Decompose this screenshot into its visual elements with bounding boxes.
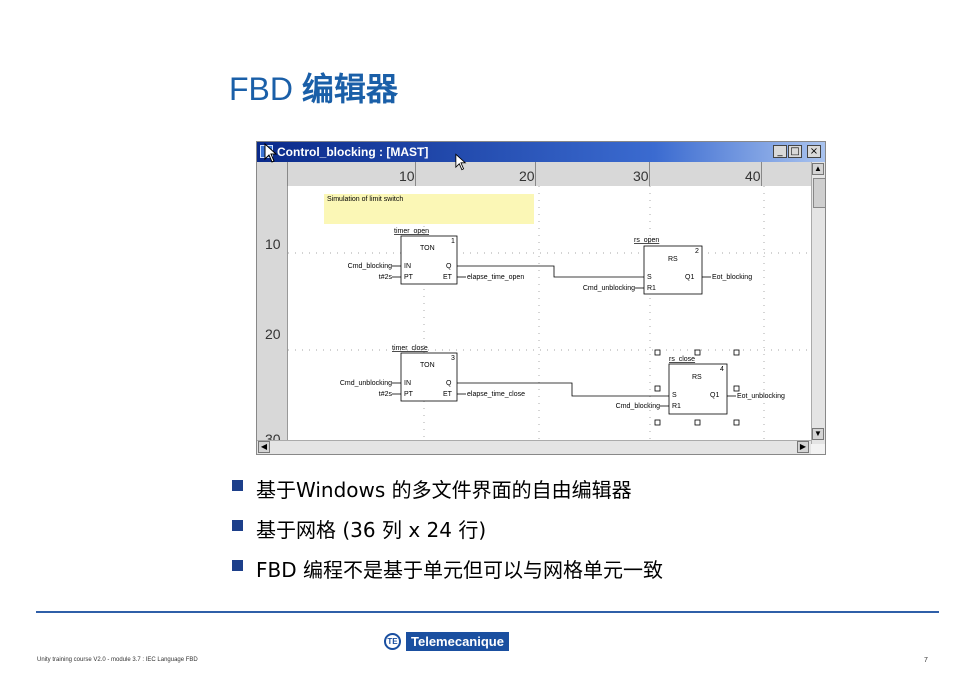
link-q-to-s: [457, 382, 669, 397]
window-titlebar[interactable]: Control_blocking : [MAST] _ □ ×: [257, 142, 825, 162]
row-tick: 10: [265, 236, 281, 252]
fb-instance-label: rs_open: [634, 237, 659, 244]
fb-input-var: Cmd_unblocking: [583, 285, 635, 292]
fb-pin-out: Q: [446, 263, 452, 270]
footer-text: Unity training course V2.0 - module 3.7 …: [37, 657, 198, 663]
scroll-right-button[interactable]: ▶: [797, 441, 809, 453]
window-title: Control_blocking : [MAST]: [277, 145, 429, 159]
fb-input-var: Cmd_unblocking: [340, 380, 392, 387]
fbd-editor-window: Control_blocking : [MAST] _ □ × 10 20 30…: [256, 141, 826, 455]
bullet-text: 基于网格 (36 列 x 24 行): [256, 518, 487, 542]
fb-pin-out: Q1: [685, 274, 694, 281]
vertical-scrollbar[interactable]: ▲ ▼: [811, 162, 825, 444]
horizontal-scrollbar[interactable]: ◀ ▶: [257, 440, 811, 454]
column-tick: 40: [745, 168, 761, 184]
bullet-square-icon: [232, 560, 243, 571]
fb-type-label: RS: [692, 374, 702, 381]
fbd-canvas[interactable]: Simulation of limit switch timer_open TO…: [288, 186, 811, 444]
fb-pin-in: IN: [404, 380, 411, 387]
bullet-text: FBD 编程不是基于单元但可以与网格单元一致: [256, 558, 663, 582]
maximize-button[interactable]: □: [788, 145, 802, 158]
fb-pin-in: S: [672, 392, 677, 399]
fb-pin-in: PT: [404, 274, 414, 281]
fb-instance-label: rs_close: [669, 356, 695, 363]
column-ruler: 10 20 30 40: [257, 162, 811, 187]
bullet-square-icon: [232, 520, 243, 531]
bullet-text: 基于Windows 的多文件界面的自由编辑器: [256, 478, 632, 502]
scroll-left-button[interactable]: ◀: [258, 441, 270, 453]
footer-divider: [36, 611, 939, 613]
fb-instance-label: timer_open: [394, 228, 429, 235]
fb-number: 4: [720, 366, 724, 373]
fb-pin-out: ET: [443, 391, 453, 398]
brand-emblem-icon: TE: [384, 633, 401, 650]
close-button[interactable]: ×: [807, 145, 821, 158]
mouse-cursor-icon: [264, 143, 278, 163]
selection-handles: [654, 349, 740, 426]
row-tick: 20: [265, 326, 281, 342]
fb-output-var: elapse_time_close: [467, 391, 525, 398]
comment-text: Simulation of limit switch: [327, 196, 404, 203]
fb-instance-label: timer_close: [392, 345, 428, 352]
fb-timer-open: [400, 235, 458, 285]
fb-output-var: Eot_unblocking: [737, 393, 785, 400]
scroll-up-button[interactable]: ▲: [812, 163, 824, 175]
fb-input-var: t#2s: [379, 391, 393, 398]
fb-type-label: TON: [420, 362, 435, 369]
brand-name: Telemecanique: [406, 632, 509, 651]
fb-pin-out: Q1: [710, 392, 719, 399]
fb-pin-in: S: [647, 274, 652, 281]
fb-number: 2: [695, 248, 699, 255]
fbd-diagram: timer_open TON 1 IN PT Q ET Cmd_blocking…: [288, 186, 811, 444]
link-q-to-s: [457, 265, 644, 278]
scroll-thumb[interactable]: [813, 178, 825, 208]
bullet-square-icon: [232, 480, 243, 491]
fb-timer-close: [400, 352, 458, 402]
slide-title-latin: FBD: [229, 71, 293, 107]
column-tick: 30: [633, 168, 649, 184]
column-tick: 20: [519, 168, 535, 184]
fb-pin-in: IN: [404, 263, 411, 270]
fb-pin-out: Q: [446, 380, 452, 387]
page-number: 7: [924, 657, 928, 664]
fb-type-label: RS: [668, 256, 678, 263]
fb-input-var: Cmd_blocking: [348, 263, 392, 270]
mouse-cursor-icon: [455, 153, 467, 171]
fb-pin-in: R1: [647, 285, 656, 292]
fb-output-var: elapse_time_open: [467, 274, 524, 281]
slide-title: FBD 编辑器: [229, 64, 398, 110]
fb-pin-out: ET: [443, 274, 453, 281]
fb-output-var: Eot_blocking: [712, 274, 752, 281]
fb-pin-in: PT: [404, 391, 414, 398]
fb-rs-open: [643, 245, 703, 295]
slide-title-cn: 编辑器: [301, 70, 398, 108]
comment-box[interactable]: Simulation of limit switch: [324, 194, 534, 224]
fb-number: 1: [451, 238, 455, 245]
column-tick: 10: [399, 168, 415, 184]
minimize-button[interactable]: _: [773, 145, 787, 158]
fb-pin-in: R1: [672, 403, 681, 410]
fb-input-var: t#2s: [379, 274, 393, 281]
row-ruler: 10 20 30: [257, 186, 288, 447]
fb-rs-close: [668, 363, 728, 415]
fb-number: 3: [451, 355, 455, 362]
fb-type-label: TON: [420, 245, 435, 252]
scroll-down-button[interactable]: ▼: [812, 428, 824, 440]
fb-input-var: Cmd_blocking: [616, 403, 660, 410]
